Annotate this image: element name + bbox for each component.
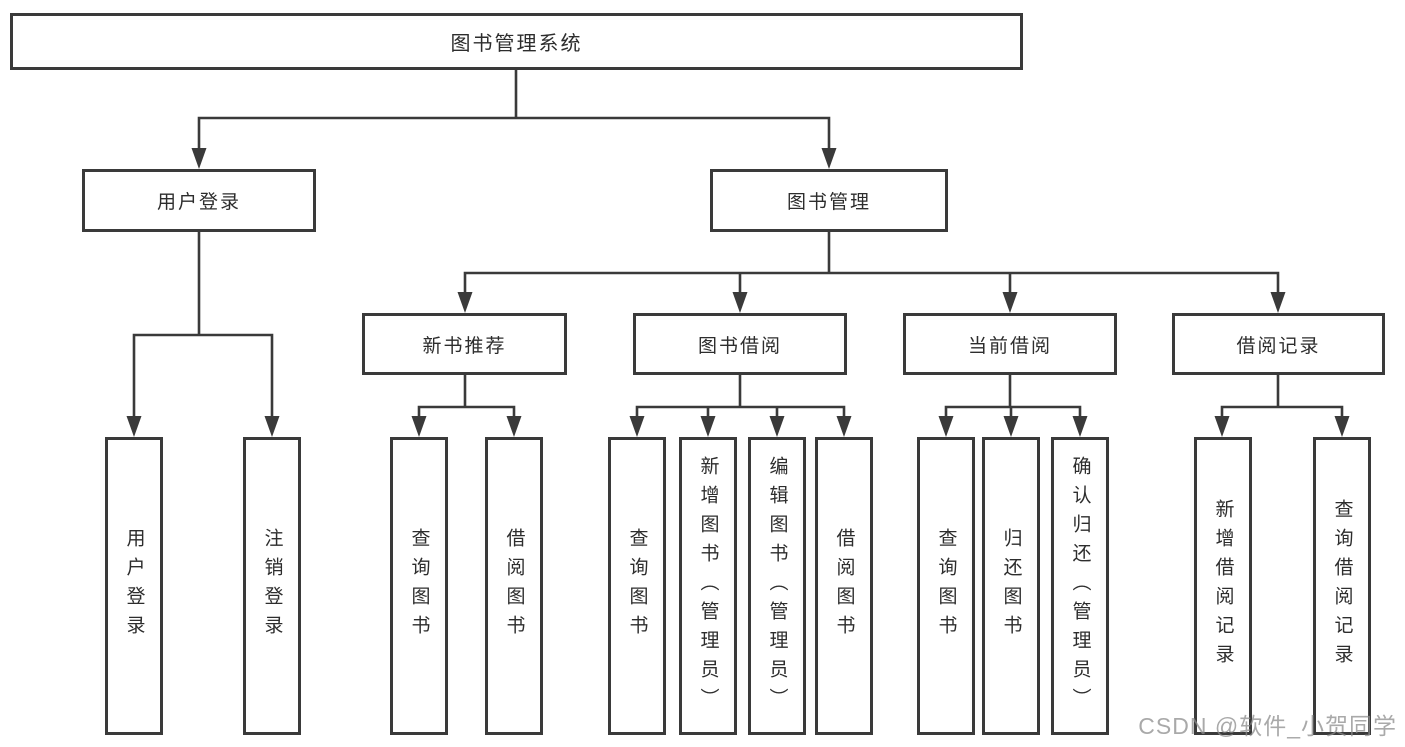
- node-current-borrow: 当前借阅: [903, 313, 1117, 375]
- leaf-query-books-2: 查询图书: [608, 437, 666, 735]
- leaf-return-books-label: 归还图书: [1000, 528, 1022, 644]
- node-new-book-recommend: 新书推荐: [362, 313, 567, 375]
- node-new-book-recommend-label: 新书推荐: [422, 335, 507, 357]
- leaf-add-borrow-record-label: 新增借阅记录: [1212, 499, 1234, 673]
- node-root: 图书管理系统: [10, 13, 1023, 70]
- leaf-query-borrow-record: 查询借阅记录: [1313, 437, 1371, 735]
- leaf-borrow-books-2: 借阅图书: [815, 437, 873, 735]
- leaf-confirm-return-admin: 确认归还（管理员）: [1051, 437, 1109, 735]
- node-book-borrow-label: 图书借阅: [697, 335, 782, 357]
- leaf-query-books-3-label: 查询图书: [935, 528, 957, 644]
- leaf-query-books-3: 查询图书: [917, 437, 975, 735]
- node-borrow-records-label: 借阅记录: [1236, 335, 1321, 357]
- leaf-user-login: 用户登录: [105, 437, 163, 735]
- leaf-logout: 注销登录: [243, 437, 301, 735]
- leaf-borrow-books-1-label: 借阅图书: [503, 528, 525, 644]
- node-user-login: 用户登录: [82, 169, 316, 232]
- node-book-management-label: 图书管理: [786, 192, 871, 213]
- leaf-confirm-return-admin-label: 确认归还（管理员）: [1069, 455, 1091, 717]
- leaf-edit-books-admin: 编辑图书（管理员）: [748, 437, 806, 735]
- leaf-add-borrow-record: 新增借阅记录: [1194, 437, 1252, 735]
- node-current-borrow-label: 当前借阅: [967, 335, 1052, 357]
- leaf-logout-label: 注销登录: [261, 528, 283, 644]
- leaf-query-books-2-label: 查询图书: [626, 528, 648, 644]
- node-borrow-records: 借阅记录: [1172, 313, 1385, 375]
- leaf-edit-books-admin-label: 编辑图书（管理员）: [766, 455, 788, 717]
- leaf-borrow-books-2-label: 借阅图书: [833, 528, 855, 644]
- csdn-watermark: CSDN @软件_小贺同学: [1138, 713, 1397, 739]
- node-root-label: 图书管理系统: [450, 33, 583, 55]
- leaf-add-books-admin: 新增图书（管理员）: [679, 437, 737, 735]
- leaf-query-books-1-label: 查询图书: [408, 528, 430, 644]
- node-book-borrow: 图书借阅: [633, 313, 847, 375]
- leaf-return-books: 归还图书: [982, 437, 1040, 735]
- node-user-login-label: 用户登录: [156, 192, 241, 213]
- node-book-management: 图书管理: [710, 169, 948, 232]
- leaf-user-login-label: 用户登录: [123, 528, 145, 644]
- leaf-borrow-books-1: 借阅图书: [485, 437, 543, 735]
- leaf-query-borrow-record-label: 查询借阅记录: [1331, 499, 1353, 673]
- leaf-query-books-1: 查询图书: [390, 437, 448, 735]
- leaf-add-books-admin-label: 新增图书（管理员）: [697, 455, 719, 717]
